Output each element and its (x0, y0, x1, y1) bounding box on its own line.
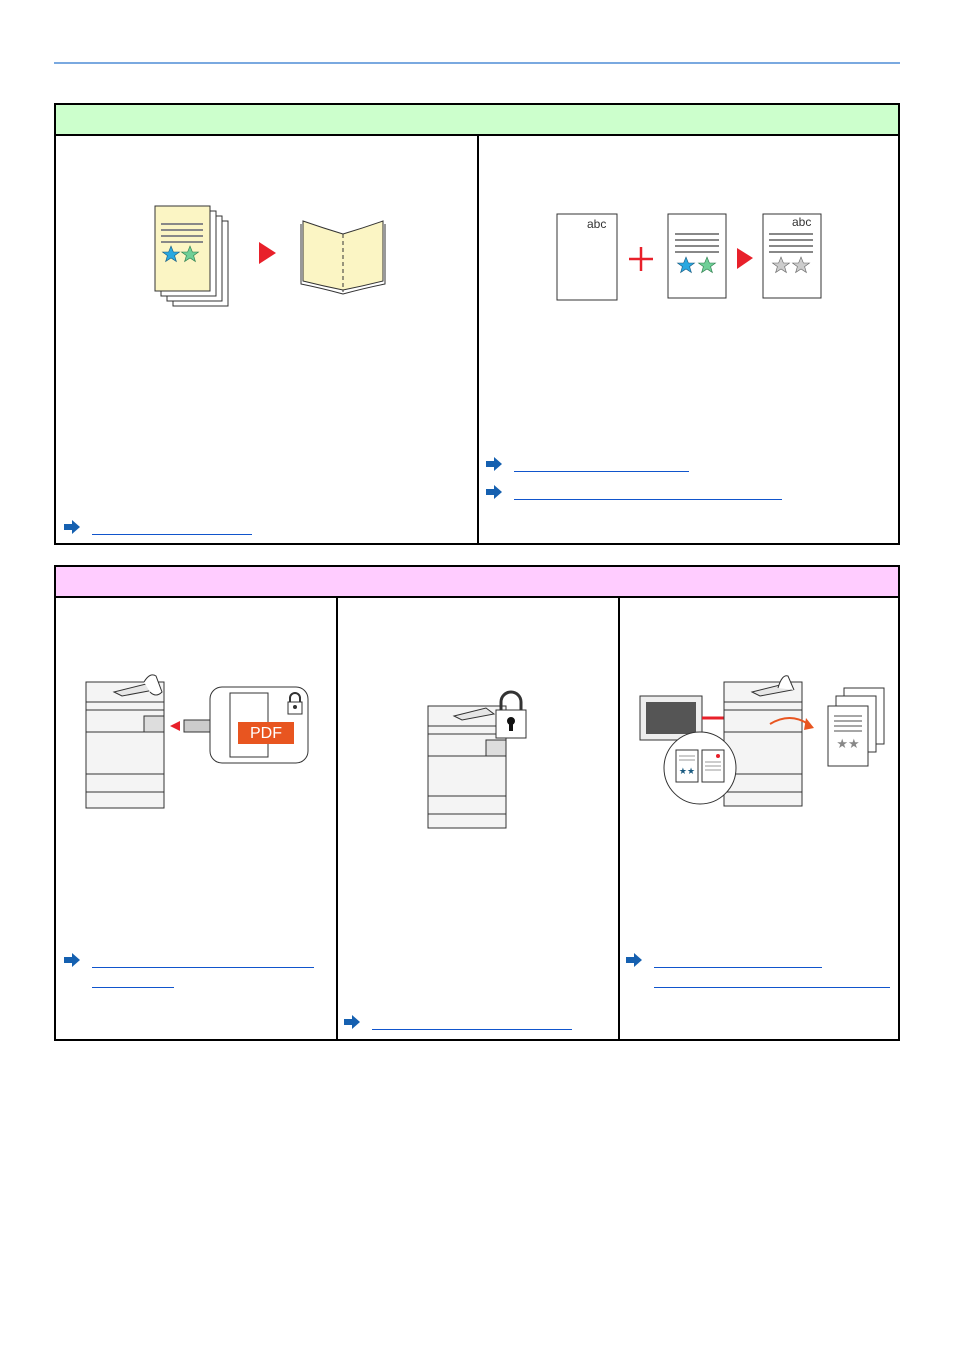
gray-stars-icon: ★★ (836, 736, 859, 751)
form-overlay-reference-2[interactable] (486, 482, 782, 502)
pdf-label: PDF (250, 725, 282, 742)
encrypted-pdf-reference-link-2[interactable] (92, 973, 174, 988)
data-security-feature-cell (338, 598, 618, 1039)
form-overlay-reference-link-1[interactable] (514, 457, 689, 472)
star-mini-icon: ★★ (679, 766, 695, 776)
form-overlay-illustration: abc abc (556, 213, 822, 301)
booklet-illustration (154, 205, 386, 307)
secured-printer-illustration (427, 690, 527, 829)
pc-print-reference[interactable] (626, 950, 822, 970)
right-arrow-icon (344, 1015, 360, 1029)
abc-label-2: abc (792, 215, 811, 229)
pc-print-reference-link-1[interactable] (654, 953, 822, 968)
form-overlay-reference-1[interactable] (486, 454, 689, 474)
pc-print-feature-cell: ★★ ★★ (620, 598, 898, 1039)
booklet-feature-cell (56, 136, 477, 543)
feature-section-1: abc abc (54, 103, 900, 545)
data-security-reference-link[interactable] (372, 1015, 572, 1030)
section-2-divider-1 (336, 598, 338, 1039)
top-rule (54, 62, 900, 64)
pc-printing-illustration: ★★ ★★ (639, 675, 885, 807)
form-overlay-reference-link-2[interactable] (514, 485, 782, 500)
section-2-divider-2 (618, 598, 620, 1039)
section-2-header (56, 567, 898, 598)
right-arrow-icon (486, 457, 502, 471)
section-1-header (56, 105, 898, 136)
encrypted-pdf-illustration: PDF (85, 674, 309, 809)
right-arrow-icon (486, 485, 502, 499)
feature-section-2: PDF (54, 565, 900, 1041)
encrypted-pdf-feature-cell: PDF (56, 598, 336, 1039)
section-1-divider (477, 136, 479, 543)
booklet-reference[interactable] (64, 517, 252, 537)
abc-label-1: abc (587, 217, 606, 231)
data-security-reference[interactable] (344, 1012, 572, 1032)
right-arrow-icon (64, 520, 80, 534)
pc-print-reference-link-2[interactable] (654, 973, 890, 988)
right-arrow-icon (64, 953, 80, 967)
encrypted-pdf-reference[interactable] (64, 950, 314, 970)
encrypted-pdf-reference-link-1[interactable] (92, 953, 314, 968)
right-arrow-icon (626, 953, 642, 967)
form-overlay-feature-cell: abc abc (479, 136, 898, 543)
booklet-reference-link[interactable] (92, 520, 252, 535)
